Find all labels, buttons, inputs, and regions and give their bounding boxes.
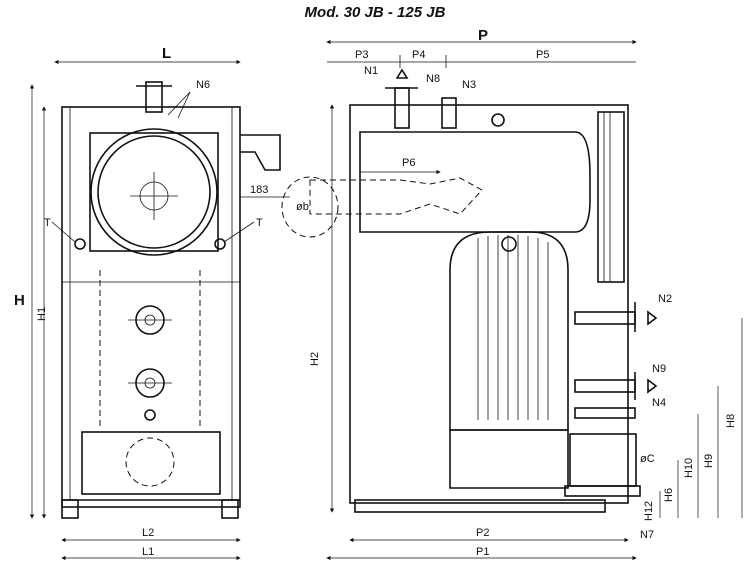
n9-label: N9 bbox=[652, 363, 666, 375]
n6-label: N6 bbox=[196, 79, 210, 91]
h12-label: H12 bbox=[643, 501, 655, 521]
n1-arrow-icon bbox=[395, 68, 409, 79]
tubes bbox=[477, 235, 549, 420]
chimney-diam-label: øC bbox=[640, 453, 655, 465]
front-lower-box bbox=[81, 431, 221, 495]
rear-panel bbox=[597, 111, 625, 283]
h-label: H bbox=[14, 292, 25, 309]
p-label: P bbox=[478, 27, 488, 44]
front-foot-left bbox=[61, 499, 79, 519]
burner-outline bbox=[281, 176, 339, 238]
side-casing bbox=[349, 104, 629, 504]
l-label: L bbox=[162, 45, 171, 62]
n2-arrow-icon bbox=[647, 310, 658, 326]
p6-label: P6 bbox=[402, 157, 415, 169]
t-label-left: T bbox=[44, 217, 51, 229]
tube-bundle bbox=[449, 231, 569, 431]
top-port bbox=[491, 113, 505, 127]
front-flange-plate bbox=[89, 132, 219, 252]
lift-lug-left bbox=[74, 238, 86, 250]
lift-lug-right bbox=[214, 238, 226, 250]
h1-label: H1 bbox=[36, 307, 48, 321]
front-foot-right bbox=[221, 499, 239, 519]
p2-label: P2 bbox=[476, 527, 489, 539]
n7-drain bbox=[564, 485, 641, 497]
front-casing bbox=[61, 106, 241, 508]
front-lower-opening bbox=[125, 437, 175, 487]
n3-label: N3 bbox=[462, 79, 476, 91]
n9-pipe bbox=[574, 379, 636, 393]
n1-label: N1 bbox=[364, 65, 378, 77]
p5-label: P5 bbox=[536, 49, 549, 61]
front-view: L N6 183 T T bbox=[14, 45, 290, 561]
lower-chamber bbox=[449, 429, 569, 489]
burner-flame bbox=[309, 177, 483, 215]
drawing-title: Mod. 30 JB - 125 JB bbox=[304, 4, 446, 21]
l2-label: L2 bbox=[142, 527, 154, 539]
p1-label: P1 bbox=[476, 546, 489, 558]
side-connector bbox=[240, 134, 281, 171]
n4-pipe bbox=[574, 407, 636, 419]
h6-label: H6 bbox=[663, 488, 675, 502]
h10-label: H10 bbox=[683, 458, 695, 478]
h9-label: H9 bbox=[703, 454, 715, 468]
p4-label: P4 bbox=[412, 49, 425, 61]
offset-183-label: 183 bbox=[250, 184, 268, 196]
chimney bbox=[569, 433, 637, 487]
n2-pipe bbox=[574, 311, 636, 325]
n9-arrow-icon bbox=[647, 378, 658, 394]
side-view: P P3 P4 P5 øb P6 bbox=[281, 27, 743, 561]
n6-pipe bbox=[145, 81, 163, 113]
t-label-right: T bbox=[256, 217, 263, 229]
n8-pipe bbox=[394, 87, 410, 129]
h8-label: H8 bbox=[725, 414, 737, 428]
side-drum bbox=[359, 131, 591, 233]
front-small-port bbox=[144, 409, 156, 421]
side-base bbox=[354, 499, 606, 513]
h2-label: H2 bbox=[309, 352, 321, 366]
n7-label: N7 bbox=[640, 529, 654, 541]
p3-label: P3 bbox=[355, 49, 368, 61]
n4-label: N4 bbox=[652, 397, 666, 409]
n3-pipe bbox=[441, 97, 457, 129]
l1-label: L1 bbox=[142, 546, 154, 558]
n2-label: N2 bbox=[658, 293, 672, 305]
burner-diam-label: øb bbox=[296, 201, 309, 213]
n8-label: N8 bbox=[426, 73, 440, 85]
front-drum bbox=[90, 128, 218, 256]
